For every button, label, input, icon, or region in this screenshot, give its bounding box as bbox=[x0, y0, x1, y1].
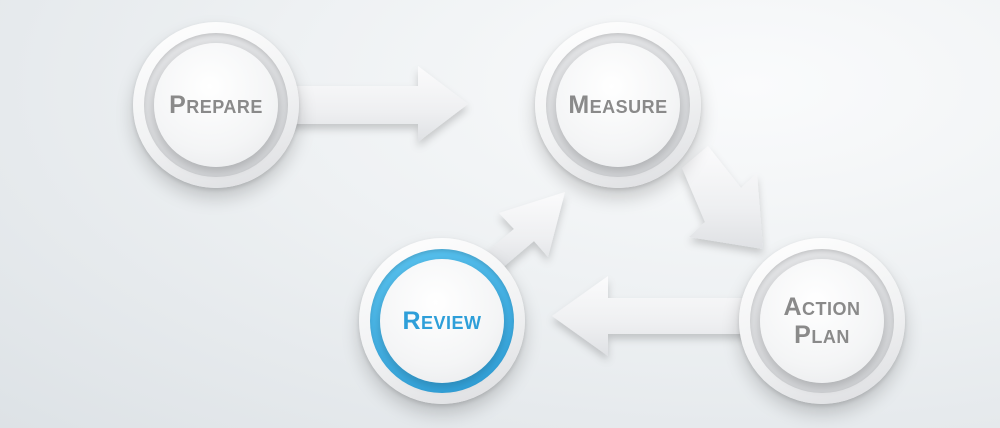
node-label: Action Plan bbox=[783, 293, 861, 349]
node-face: Measure bbox=[556, 43, 680, 167]
node-face: Action Plan bbox=[760, 259, 884, 383]
node-face: Review bbox=[380, 259, 504, 383]
node-label: Prepare bbox=[169, 91, 263, 119]
node-face: Prepare bbox=[154, 43, 278, 167]
node-review: Review bbox=[359, 238, 525, 404]
node-measure: Measure bbox=[535, 22, 701, 188]
node-prepare: Prepare bbox=[133, 22, 299, 188]
node-action-plan: Action Plan bbox=[739, 238, 905, 404]
arrow-review-to-measure bbox=[481, 192, 565, 269]
arrow-action-plan-to-review bbox=[552, 276, 748, 356]
node-label: Measure bbox=[568, 91, 668, 119]
node-label: Review bbox=[402, 307, 482, 335]
arrow-prepare-to-measure bbox=[290, 66, 468, 142]
arrow-measure-to-action-plan bbox=[682, 146, 763, 249]
